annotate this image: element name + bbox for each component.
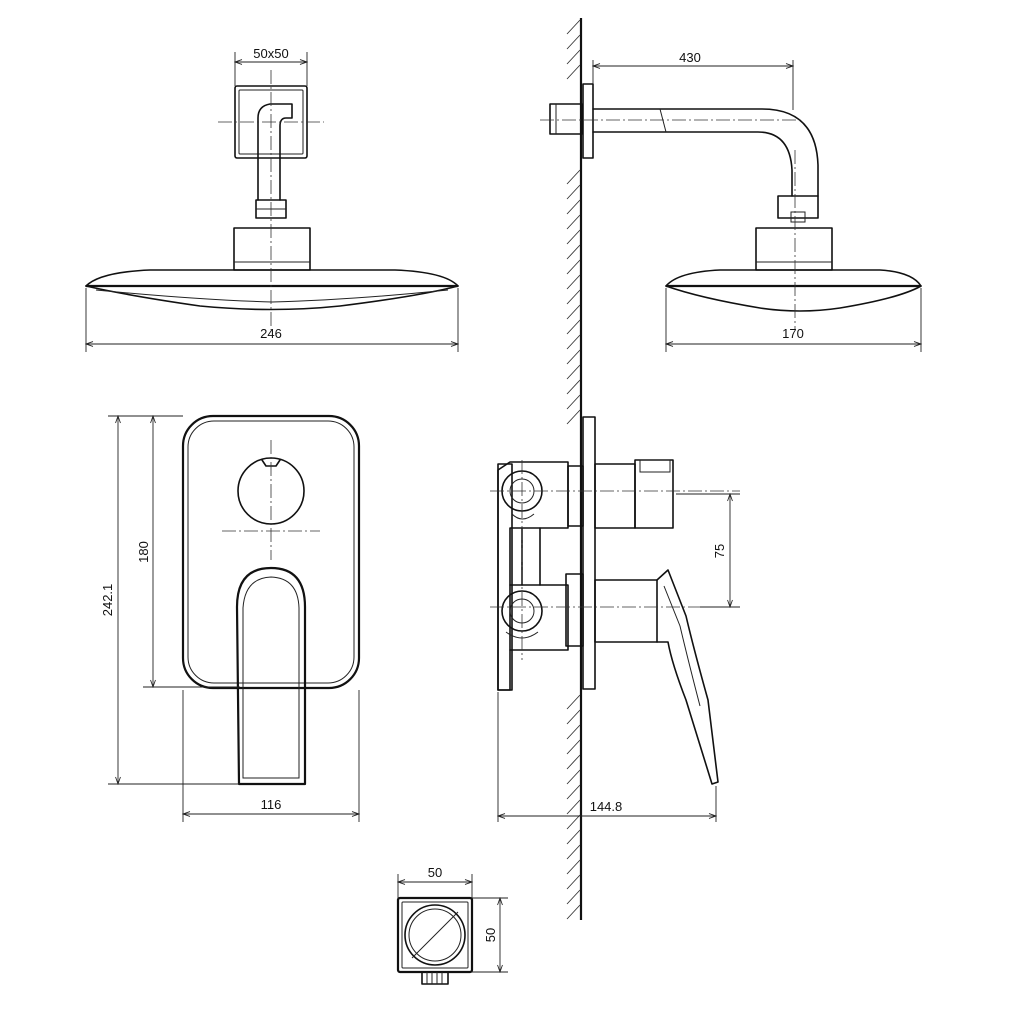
dim-mixer-projection: 144.8 bbox=[590, 799, 623, 814]
dim-head-depth: 170 bbox=[782, 326, 804, 341]
wall-outlet-view: 50 50 bbox=[396, 865, 508, 985]
dim-shower-flange: 50x50 bbox=[253, 46, 288, 61]
dim-outlet-height: 50 bbox=[483, 928, 498, 942]
mixer-front-view: 242.1 180 116 bbox=[100, 414, 361, 822]
shower-head-front-view: 50x50 246 bbox=[86, 46, 458, 352]
wall-hatching bbox=[566, 19, 581, 920]
dim-plate-width: 116 bbox=[261, 797, 282, 812]
shower-arm-side-view: 430 170 bbox=[540, 50, 921, 352]
dim-arm-length: 430 bbox=[679, 50, 701, 65]
wall-section bbox=[566, 18, 583, 920]
dim-head-width: 246 bbox=[260, 326, 282, 341]
mixer-side-view: 75 144.8 bbox=[490, 416, 740, 822]
dim-outlet-width: 50 bbox=[428, 865, 442, 880]
dim-outlet-spacing: 75 bbox=[712, 544, 727, 558]
dim-lever-drop: 180 bbox=[136, 541, 151, 563]
dim-plate-height: 242.1 bbox=[100, 584, 115, 617]
